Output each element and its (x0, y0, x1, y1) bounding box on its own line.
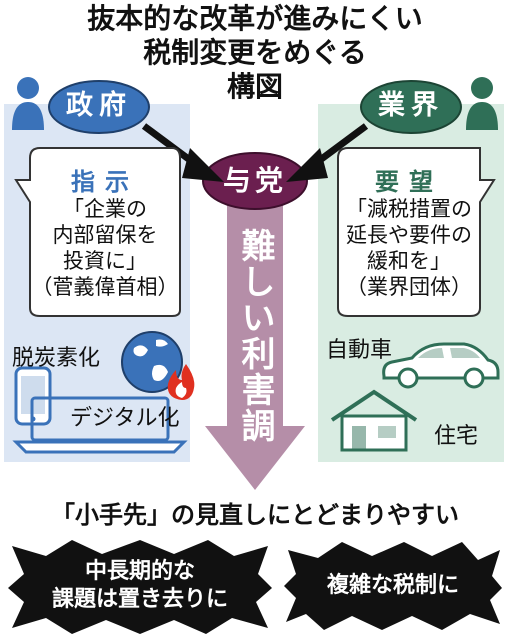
instruction-line-3: 投資に」 (63, 249, 147, 273)
instruction-line-1: 「企業の (63, 197, 147, 221)
title-line-3: 構図 (226, 70, 283, 103)
title-line-2: 税制変更をめぐる (143, 36, 367, 69)
request-heading: 要望 (375, 168, 443, 196)
downward-arrow (205, 190, 305, 490)
instruction-line-2: 内部留保を (52, 223, 158, 247)
ruling-party-label: 与党 (222, 164, 287, 197)
laptop-icon (12, 396, 188, 454)
ruling-party-oval (202, 152, 308, 210)
outcome-left-line-2: 課題は置き去りに (51, 587, 228, 612)
request-line-3: 緩和を」 (367, 249, 451, 273)
request-line-1: 「減税措置の (346, 197, 472, 221)
smartphone-icon (14, 366, 52, 426)
industry-label: 業界 (378, 90, 444, 121)
government-label: 政府 (66, 90, 132, 121)
car-icon (382, 342, 500, 389)
left-burst (8, 540, 272, 634)
conclusion-text: 「小手先」の見直しにとどまりやすい (51, 501, 459, 529)
arrow-label: 難しい利害調整 (186, 228, 275, 444)
topic-digitalization: デジタル化 (70, 406, 180, 431)
government-bubble (14, 147, 181, 317)
topic-housing: 住宅 (434, 424, 479, 449)
instruction-source: （菅義偉首相） (31, 275, 179, 299)
right-burst (284, 542, 502, 630)
request-source: （業界団体） (346, 275, 472, 299)
request-line-2: 延長や要件の (346, 223, 472, 247)
government-oval (48, 80, 150, 134)
person-icon-left (12, 77, 44, 130)
outcome-left-line-1: 中長期的な (84, 559, 195, 584)
house-icon (330, 389, 418, 452)
globe-flame-icon (121, 331, 195, 400)
outcome-right: 複雑な税制に (326, 573, 459, 598)
arrow-industry-to-party (286, 123, 369, 182)
industry-oval (360, 80, 462, 134)
industry-bubble (337, 147, 496, 317)
arrow-gov-to-party (141, 123, 224, 182)
person-icon-right (466, 77, 498, 130)
title-line-1: 抜本的な改革が進みにくい (87, 2, 423, 35)
instruction-heading: 指示 (71, 168, 139, 196)
topic-automobiles: 自動車 (326, 338, 393, 363)
